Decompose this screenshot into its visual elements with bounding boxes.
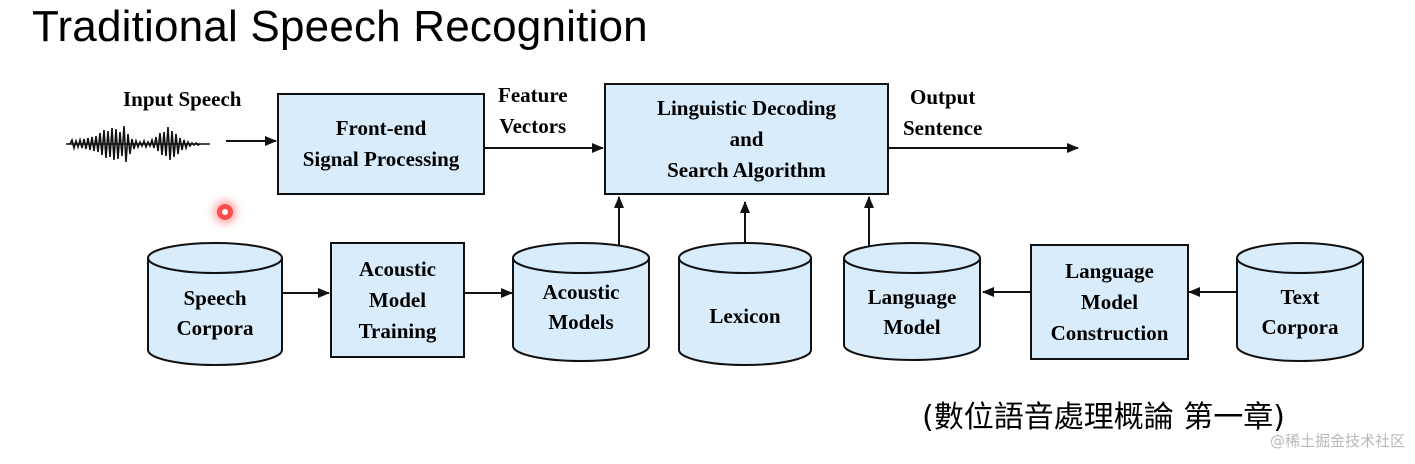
speech-corpora-label: Speech Corpora	[176, 286, 254, 340]
laser-pointer-icon	[217, 204, 233, 220]
lexicon-cylinder	[678, 242, 812, 366]
citation: (數位語音處理概論 第一章)	[922, 400, 1285, 435]
acoustic-model-training-box: Acoustic Model Training	[330, 242, 465, 358]
decoding-box: Linguistic Decoding and Search Algorithm	[604, 83, 889, 195]
slide-title: Traditional Speech Recognition	[32, 2, 648, 51]
language-model-cylinder	[843, 242, 981, 361]
language-model-construction-box: Language Model Construction	[1030, 244, 1189, 360]
text-corpora-cylinder	[1236, 242, 1364, 362]
speech-waveform-icon	[66, 125, 210, 163]
front-end-box: Front-end Signal Processing	[277, 93, 485, 195]
acoustic-models-label: Acoustic Models	[542, 280, 620, 334]
acoustic-models-cylinder	[512, 242, 650, 362]
feature-vectors-label: Feature Vectors	[498, 83, 568, 138]
output-sentence-label: Output Sentence	[903, 85, 983, 140]
speech-corpora-cylinder	[147, 242, 283, 366]
lexicon-label: Lexicon	[709, 304, 781, 328]
language-model-label: Language Model	[867, 285, 957, 339]
input-speech-label: Input Speech	[123, 87, 242, 111]
watermark: @稀土掘金技术社区	[1269, 432, 1405, 450]
text-corpora-label: Text Corpora	[1261, 285, 1339, 339]
